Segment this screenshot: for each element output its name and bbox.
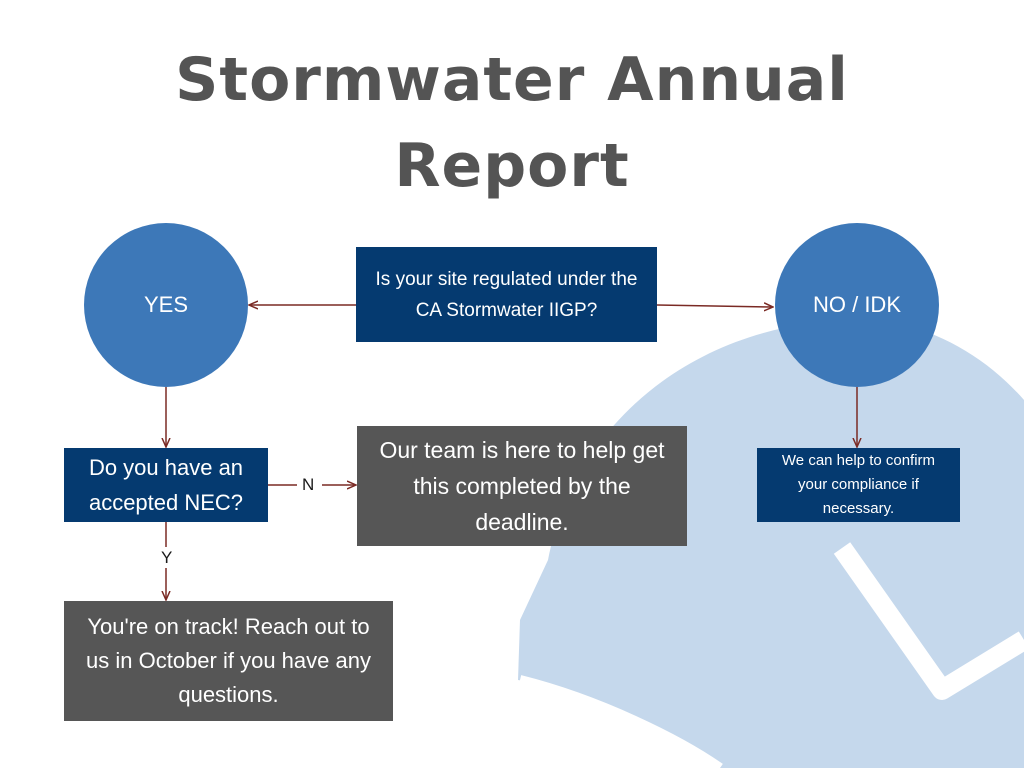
edge-label-y: Y xyxy=(161,548,173,567)
page-title-line-1: Stormwater Annual xyxy=(175,45,849,115)
confirm-compliance-box: We can help to confirm your compliance i… xyxy=(757,448,960,522)
arrow-question-to-no xyxy=(656,305,772,307)
question-regulated-box: Is your site regulated under the CA Stor… xyxy=(356,247,657,342)
no-idk-node: NO / IDK xyxy=(775,223,939,387)
team-help-box: Our team is here to help get this comple… xyxy=(357,426,687,546)
edge-label-n: N xyxy=(302,475,315,494)
page-title-line-2: Report xyxy=(394,131,630,201)
on-track-box: You're on track! Reach out to us in Octo… xyxy=(64,601,393,721)
yes-node: YES xyxy=(84,223,248,387)
question-nec-box: Do you have an accepted NEC? xyxy=(64,448,268,522)
